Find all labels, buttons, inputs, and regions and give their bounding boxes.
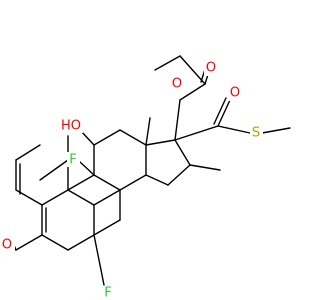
ester-carbonyl-oxygen-label: O [206,61,216,76]
bond-24 [93,174,121,191]
bond-19 [119,174,147,191]
bond-25 [67,174,95,191]
bond-5 [15,144,41,161]
bond-layer [9,55,291,286]
bond-9 [67,234,95,251]
bond-13 [15,234,43,251]
bond-41 [213,97,227,125]
fluorine-6: F [102,286,115,300]
bond-22 [93,129,121,146]
bond-27 [174,139,191,166]
bond-18 [93,219,121,236]
bond-40 [217,99,231,127]
bond-16 [93,189,121,206]
fluorine-6-label: F [104,286,111,300]
hydroxyl-group: HO [59,118,83,134]
ester-carbonyl-oxygen: O [204,61,218,76]
bond-31 [145,117,151,146]
bond-29 [145,174,169,186]
bond-39 [174,125,219,141]
fluorine-9: F [67,152,80,168]
bond-33 [174,99,181,141]
sulfur-atom: S [250,126,263,141]
bond-7 [67,189,95,206]
atom-label-layer: O O HO F O S O F [0,61,263,300]
hydroxyl-label: HO [61,119,81,134]
bond-28 [167,164,191,186]
bond-32 [189,164,221,171]
bond-21 [119,129,147,146]
ester-link-oxygen: O [170,77,184,92]
chemical-structure-diagram: O O HO F O S O F [0,55,291,300]
ester-link-oxygen-label: O [172,77,182,92]
bond-26 [145,139,176,146]
bond-2 [41,189,69,206]
ketone-oxygen: O [0,238,15,253]
bond-37 [179,55,206,85]
thioester-carbonyl-oxygen: O [228,86,242,101]
bond-34 [179,83,206,101]
sulfur-label: S [252,126,260,141]
bond-38 [154,55,181,71]
bond-46 [93,234,105,286]
thioester-carbonyl-oxygen-label: O [230,86,240,101]
bond-45 [79,161,95,176]
fluorine-9-label: F [69,153,76,168]
bond-10 [41,234,69,251]
ketone-oxygen-label: O [2,238,12,253]
bond-0 [39,159,69,181]
bond-42 [217,125,251,134]
bond-43 [261,127,291,134]
